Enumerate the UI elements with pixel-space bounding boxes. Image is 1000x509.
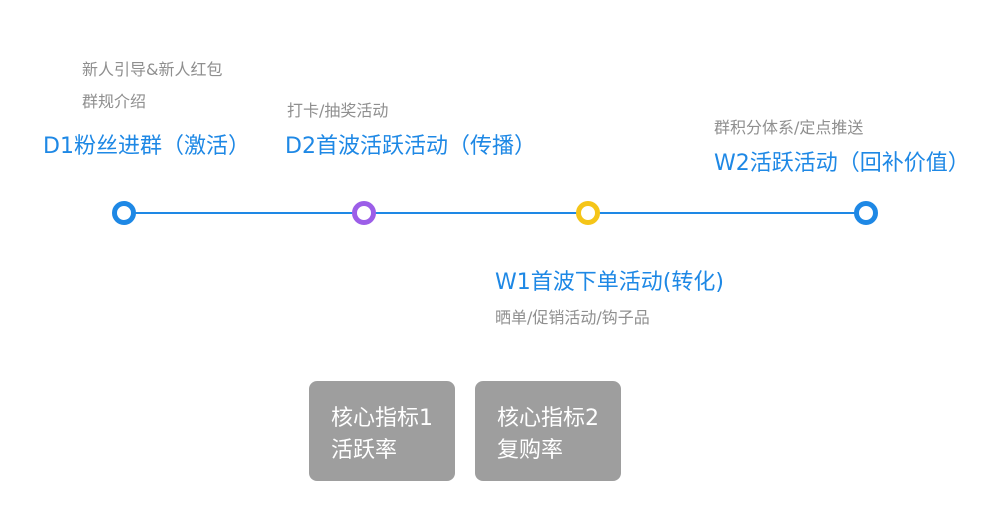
metric-card-2: 核心指标2 复购率 — [475, 381, 621, 481]
stage-w1-node — [576, 201, 600, 225]
timeline-line — [124, 212, 866, 214]
stage-d2-node — [352, 201, 376, 225]
stage-d1-detail-1: 新人引导&新人红包 — [82, 60, 223, 79]
stage-w1-detail-1: 晒单/促销活动/钩子品 — [495, 308, 650, 327]
stage-w2-node — [854, 201, 878, 225]
stage-w1-title: W1首波下单活动(转化) — [495, 270, 724, 295]
stage-w2-detail-1: 群积分体系/定点推送 — [714, 118, 864, 137]
stage-d2-detail-1: 打卡/抽奖活动 — [287, 101, 389, 120]
stage-d2-title: D2首波活跃活动（传播） — [285, 134, 536, 159]
stage-d1-detail-2: 群规介绍 — [82, 92, 147, 111]
stage-d1-node — [112, 201, 136, 225]
metric-card-1-metric: 活跃率 — [331, 438, 398, 463]
metric-card-1-title: 核心指标1 — [331, 406, 433, 431]
metric-card-2-title: 核心指标2 — [497, 406, 599, 431]
metric-card-2-metric: 复购率 — [497, 438, 564, 463]
stage-w2-title: W2活跃活动（回补价值） — [714, 151, 970, 176]
stage-d1-title: D1粉丝进群（激活） — [43, 134, 250, 159]
metric-card-1: 核心指标1 活跃率 — [309, 381, 455, 481]
